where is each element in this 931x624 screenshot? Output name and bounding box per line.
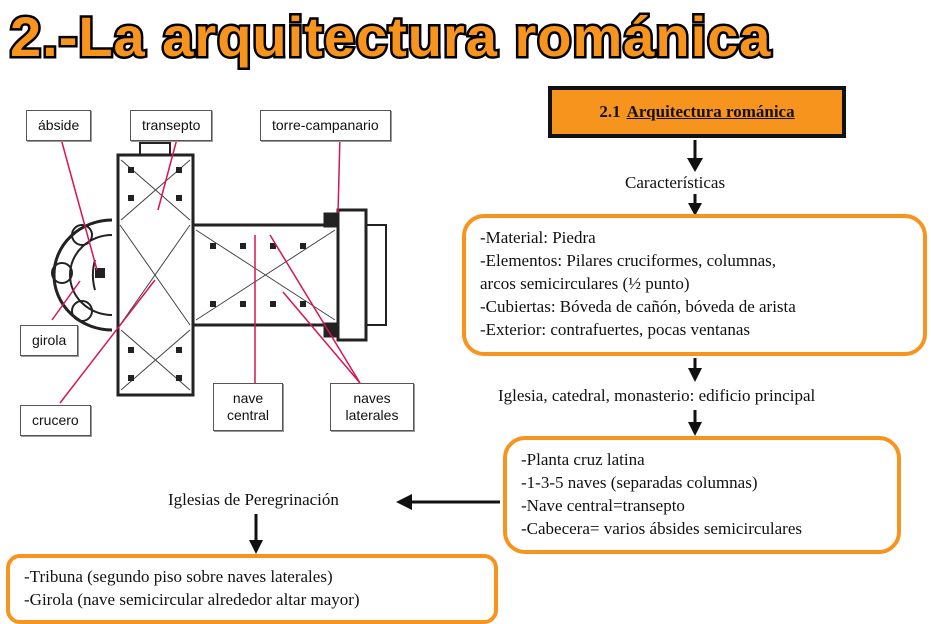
caracteristica-item: -Exterior: contrafuertes, pocas ventanas	[480, 320, 750, 339]
planta-item: -Planta cruz latina	[521, 450, 645, 469]
arrow-down-icon	[687, 140, 703, 172]
section-title: Arquitectura románica	[626, 102, 795, 121]
pier-grid	[95, 167, 306, 381]
section-header-box: 2.1 Arquitectura románica	[548, 86, 846, 138]
caracteristica-item: -Elementos: Pilares cruciformes, columna…	[480, 251, 776, 270]
peregrinacion-box: -Tribuna (segundo piso sobre naves later…	[6, 554, 498, 624]
floor-plan-drawing	[51, 134, 387, 404]
label-nave-central: nave central	[213, 383, 283, 431]
planta-item: -Nave central=transepto	[521, 496, 685, 515]
arrow-down-icon	[688, 194, 702, 216]
caracteristica-item: -Material: Piedra	[480, 228, 596, 247]
label-torre-campanario: torre-campanario	[260, 110, 391, 141]
page-title: 2.-La arquitectura románica	[8, 2, 773, 71]
label-transepto: transepto	[130, 110, 213, 141]
planta-item: -1-3-5 naves (separadas columnas)	[521, 473, 758, 492]
page-title-text: 2.-La arquitectura románica	[10, 5, 771, 68]
label-naves-laterales: naves laterales	[330, 383, 414, 431]
caracteristicas-box: -Material: Piedra -Elementos: Pilares cr…	[462, 214, 927, 356]
planta-box: -Planta cruz latina -1-3-5 naves (separa…	[503, 436, 901, 554]
caracteristica-item: -Cubiertas: Bóveda de cañón, bóveda de a…	[480, 297, 796, 316]
arrow-down-icon	[688, 410, 702, 436]
caracteristica-item: arcos semicirculares (½ punto)	[480, 274, 690, 293]
peregrinacion-item: -Girola (nave semicircular alrededor alt…	[24, 590, 360, 609]
arrow-down-icon	[249, 514, 263, 554]
arrow-down-icon	[688, 358, 702, 382]
edificio-label: Iglesia, catedral, monasterio: edificio …	[498, 386, 816, 405]
floor-plan-figure: ábside transepto torre-campanario girola…	[0, 85, 450, 455]
peregrinacion-label: Iglesias de Peregrinación	[168, 490, 339, 509]
arrow-left-icon	[396, 494, 500, 510]
section-number: 2.1	[599, 102, 621, 121]
caracteristicas-label: Características	[625, 173, 726, 192]
peregrinacion-item: -Tribuna (segundo piso sobre naves later…	[24, 567, 333, 586]
label-girola: girola	[20, 325, 79, 356]
label-crucero: crucero	[20, 405, 91, 436]
planta-item: -Cabecera= varios ábsides semicirculares	[521, 519, 802, 538]
label-abside: ábside	[26, 110, 92, 141]
